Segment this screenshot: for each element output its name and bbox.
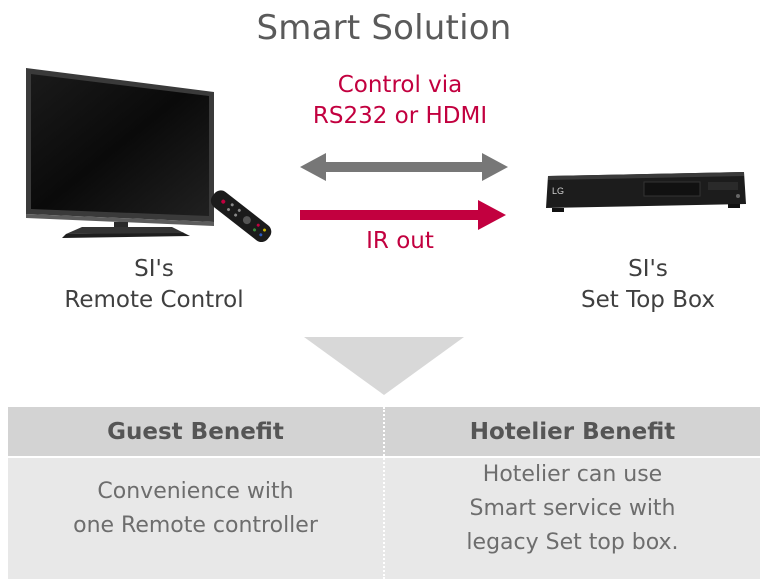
tv-with-remote-icon xyxy=(26,68,272,243)
guest-benefit-header: Guest Benefit xyxy=(107,419,284,445)
ir-out-label: IR out xyxy=(366,228,434,254)
hotelier-benefit-header: Hotelier Benefit xyxy=(469,419,676,445)
table-divider xyxy=(383,407,385,579)
stb-brand: LG xyxy=(552,186,564,196)
bidirectional-arrow-icon xyxy=(300,153,508,181)
ir-arrow-icon xyxy=(300,200,506,230)
control-label-line1: Control via xyxy=(337,72,463,98)
diagram-title: Smart Solution xyxy=(256,8,512,48)
set-top-box-icon: LG xyxy=(546,172,746,212)
guest-benefit-text: Convenience with one Remote controller xyxy=(73,479,318,538)
benefits-table: Guest Benefit Hotelier Benefit Convenien… xyxy=(8,407,760,579)
down-triangle-icon xyxy=(304,337,464,395)
hotelier-benefit-text: Hotelier can use Smart service with lega… xyxy=(466,462,679,555)
control-label-line2: RS232 or HDMI xyxy=(312,103,488,129)
tv-label: SI's Remote Control xyxy=(64,256,244,313)
stb-label: SI's Set Top Box xyxy=(581,256,715,313)
